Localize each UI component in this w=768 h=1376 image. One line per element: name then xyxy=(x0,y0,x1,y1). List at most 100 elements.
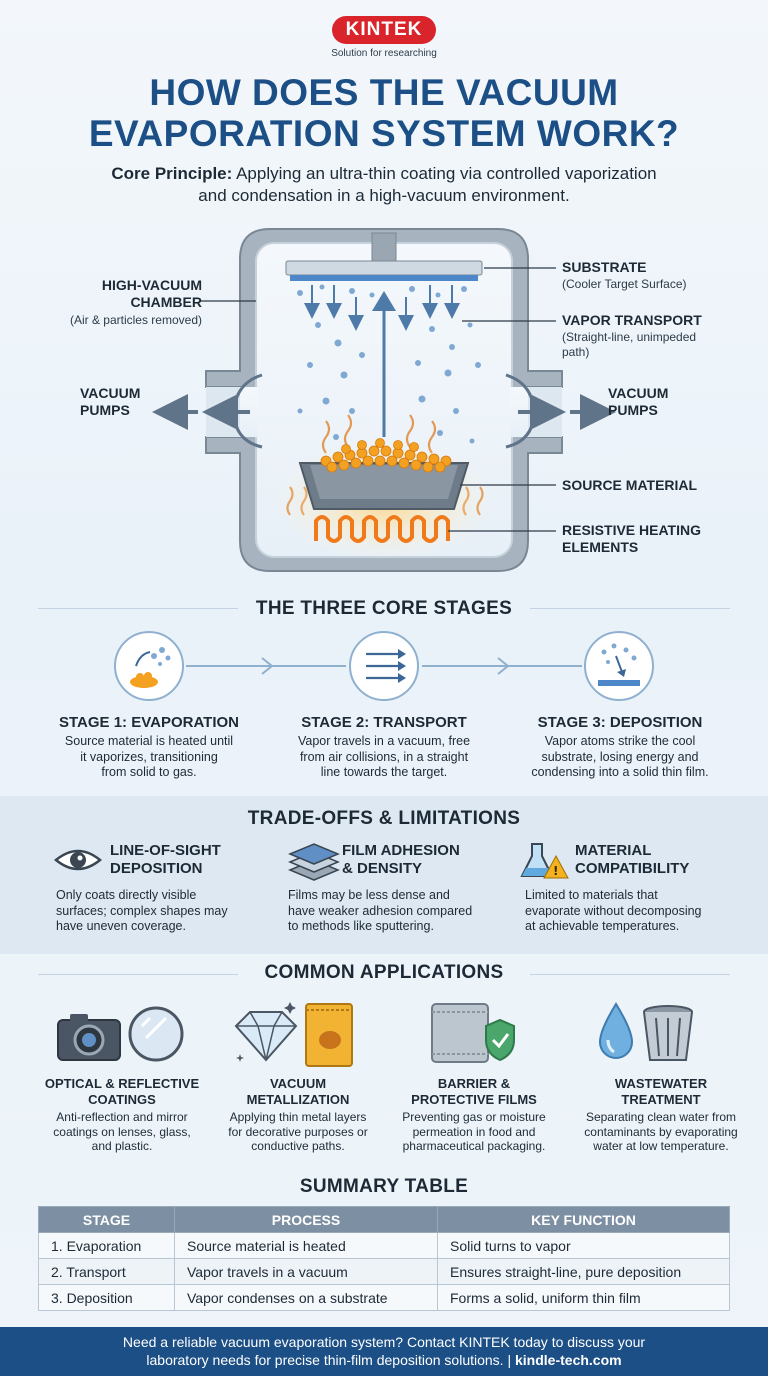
tradeoff-2-title-line-1: FILM ADHESION xyxy=(342,842,460,859)
chamber-label-line-1: HIGH-VACUUM xyxy=(101,277,202,293)
application-2-line-1: Applying thin metal layers xyxy=(229,1110,367,1124)
summary-header-key-function: KEY FUNCTION xyxy=(437,1206,730,1233)
stage-card-deposition: STAGE 3: DEPOSITION Vapor atoms strike t… xyxy=(500,714,740,781)
chamber-label-line-2: CHAMBER xyxy=(130,294,202,310)
core-principle: Core Principle: Applying an ultra-thin c… xyxy=(60,163,708,207)
flask-warning-icon: ! xyxy=(520,843,569,879)
summary-header-process: PROCESS xyxy=(174,1206,438,1233)
application-3-line-3: pharmaceutical packaging. xyxy=(402,1139,546,1153)
application-1-line-3: and plastic. xyxy=(91,1139,153,1153)
vacuum-pumps-left-line-1: VACUUM xyxy=(80,385,141,401)
mirror-icon xyxy=(128,1006,184,1062)
heating-elements-line-1: RESISTIVE HEATING xyxy=(562,522,701,538)
application-4-title: WASTEWATER TREATMENT xyxy=(566,1076,756,1108)
vacuum-pumps-left-label: VACUUM PUMPS xyxy=(80,385,170,419)
core-principle-label: Core Principle: xyxy=(111,164,233,183)
application-3-title-line-2: PROTECTIVE FILMS xyxy=(411,1092,537,1107)
table-cell: Solid turns to vapor xyxy=(437,1232,730,1259)
table-cell: 3. Deposition xyxy=(38,1284,175,1311)
summary-table-header-row: STAGE PROCESS KEY FUNCTION xyxy=(38,1206,730,1233)
deposition-arrows xyxy=(304,285,460,331)
tradeoff-1-line-1: Only coats directly visible xyxy=(56,888,197,902)
footer-website-link[interactable]: kindle-tech.com xyxy=(515,1352,622,1368)
application-vacuum-metallization: VACUUM METALLIZATION Applying thin metal… xyxy=(203,1076,393,1154)
vapor-transport-sublabel: (Straight-line, unimpeded path) xyxy=(562,330,752,360)
evaporation-diagram: HIGH-VACUUM CHAMBER (Air & particles rem… xyxy=(0,215,768,585)
table-row: 3. Deposition Vapor condenses on a subst… xyxy=(38,1284,730,1311)
tradeoff-3-line-3: at achievable temperatures. xyxy=(525,919,680,933)
application-2-description: Applying thin metal layers for decorativ… xyxy=(203,1110,393,1154)
table-cell: Vapor condenses on a substrate xyxy=(174,1284,438,1311)
vapor-transport-label: VAPOR TRANSPORT xyxy=(562,312,702,328)
stages-title: THE THREE CORE STAGES xyxy=(255,598,513,619)
svg-text:!: ! xyxy=(553,864,558,878)
application-optical-coatings: OPTICAL & REFLECTIVE COATINGS Anti-refle… xyxy=(27,1076,217,1154)
stage-3-title: STAGE 3: DEPOSITION xyxy=(537,714,703,731)
application-3-description: Preventing gas or moisture permeation in… xyxy=(379,1110,569,1154)
evaporation-icon xyxy=(114,631,184,701)
tradeoff-3-line-1: Limited to materials that xyxy=(525,888,658,902)
table-row: 2. Transport Vapor travels in a vacuum E… xyxy=(38,1258,730,1285)
application-4-description: Separating clean water from contaminants… xyxy=(566,1110,756,1154)
stage-2-line-1: Vapor travels in a vacuum, free xyxy=(297,734,471,748)
eye-icon xyxy=(54,849,102,871)
tradeoff-3-title-line-1: MATERIAL xyxy=(575,842,652,859)
package-icon xyxy=(431,1003,489,1063)
table-cell: Ensures straight-line, pure deposition xyxy=(437,1258,730,1285)
stage-2-title: STAGE 2: TRANSPORT xyxy=(301,714,467,731)
brand-header: KINTEK Solution for researching xyxy=(0,16,768,59)
pump-flow-left xyxy=(152,373,263,449)
stage-2-line-3: line towards the target. xyxy=(320,765,448,779)
filter-bin-icon xyxy=(643,1005,693,1061)
application-wastewater-treatment: WASTEWATER TREATMENT Separating clean wa… xyxy=(566,1076,756,1154)
application-1-description: Anti-reflection and mirror coatings on l… xyxy=(27,1110,217,1154)
vapor-transport-sub-2: path) xyxy=(562,345,590,359)
core-principle-text-1: Applying an ultra-thin coating via contr… xyxy=(232,164,657,183)
leader-lines xyxy=(200,267,556,532)
application-1-title-line-2: COATINGS xyxy=(88,1092,156,1107)
stage-2-description: Vapor travels in a vacuum, free from air… xyxy=(264,734,504,781)
applications-divider-left xyxy=(38,974,238,975)
crucible xyxy=(298,462,470,510)
chamber-illustration xyxy=(152,228,616,572)
table-row: 1. Evaporation Source material is heated… xyxy=(38,1232,730,1259)
applications-divider-right xyxy=(530,974,730,975)
application-icons xyxy=(57,1002,693,1067)
application-4-line-1: Separating clean water from xyxy=(585,1110,737,1124)
application-2-line-3: conductive paths. xyxy=(251,1139,345,1153)
tradeoff-3-title-line-2: COMPATIBILITY xyxy=(575,860,690,877)
tradeoff-1-title: LINE-OF-SIGHT DEPOSITION xyxy=(110,842,221,878)
summary-title: SUMMARY TABLE xyxy=(299,1176,469,1197)
source-material-label: SOURCE MATERIAL xyxy=(562,477,698,493)
metallized-bag-icon xyxy=(305,1003,353,1067)
shield-check-icon xyxy=(485,1018,515,1062)
stage-1-title: STAGE 1: EVAPORATION xyxy=(58,714,239,731)
stage-card-evaporation: STAGE 1: EVAPORATION Source material is … xyxy=(29,714,269,781)
kintek-logo[interactable]: KINTEK xyxy=(331,16,437,44)
core-principle-text-2: and condensation in a high-vacuum enviro… xyxy=(198,186,570,205)
stage-3-line-3: condensing into a solid thin film. xyxy=(531,765,709,779)
stage-1-line-1: Source material is heated until xyxy=(64,734,234,748)
tradeoffs-title: TRADE-OFFS & LIMITATIONS xyxy=(247,808,521,829)
table-cell: 1. Evaporation xyxy=(38,1232,175,1259)
vapor-upward-arrow xyxy=(372,291,396,437)
summary-table: STAGE PROCESS KEY FUNCTION 1. Evaporatio… xyxy=(38,1206,730,1311)
application-4-title-line-2: TREATMENT xyxy=(621,1092,701,1107)
vacuum-pumps-right-label: VACUUM PUMPS xyxy=(608,385,698,419)
table-cell: Source material is heated xyxy=(174,1232,438,1259)
tradeoff-2-line-1: Films may be less dense and xyxy=(288,888,450,902)
brand-tagline: Solution for researching xyxy=(331,48,437,59)
page-title-line-2: EVAPORATION SYSTEM WORK? xyxy=(88,113,680,154)
substrate-sublabel: (Cooler Target Surface) xyxy=(562,277,687,291)
water-drop-icon xyxy=(598,1002,634,1059)
chamber-label: HIGH-VACUUM CHAMBER xyxy=(88,277,202,311)
tradeoff-2-title-line-2: & DENSITY xyxy=(342,860,423,877)
application-4-line-3: water at low temperature. xyxy=(593,1139,729,1153)
table-cell: Vapor travels in a vacuum xyxy=(174,1258,438,1285)
vacuum-pumps-right-line-1: VACUUM xyxy=(608,385,669,401)
application-2-line-2: for decorative purposes or xyxy=(228,1124,368,1139)
heating-elements-label: RESISTIVE HEATING ELEMENTS xyxy=(562,522,701,556)
application-4-line-2: contaminants by evaporating xyxy=(584,1124,738,1139)
tradeoff-1-description: Only coats directly visible surfaces; co… xyxy=(56,888,276,935)
application-barrier-films: BARRIER & PROTECTIVE FILMS Preventing ga… xyxy=(379,1076,569,1154)
